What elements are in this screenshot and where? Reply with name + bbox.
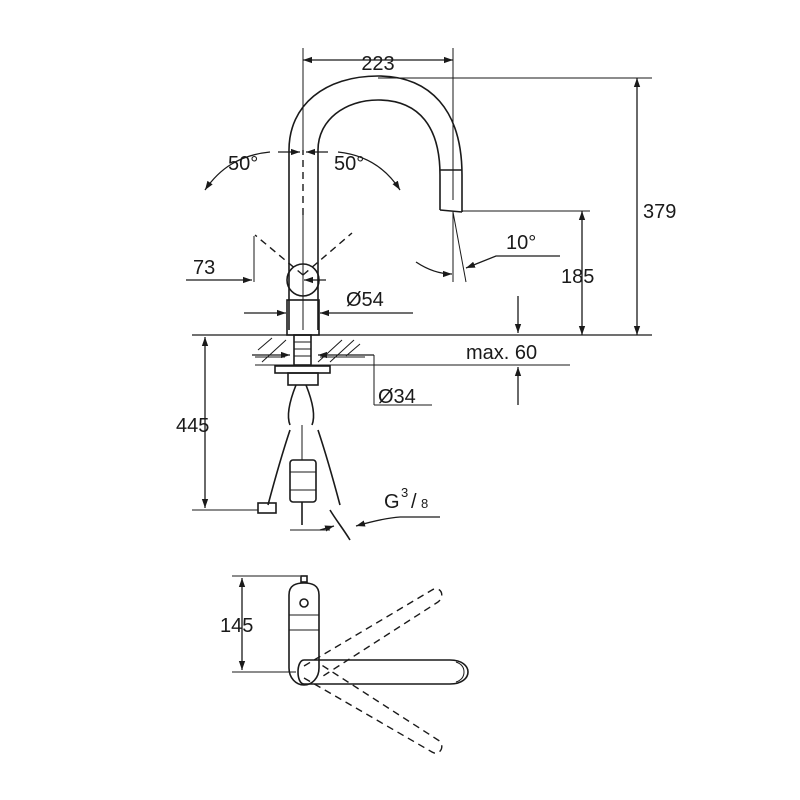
dim-thread-slash: / — [411, 491, 417, 513]
dim-below-counter-length: 445 — [176, 415, 209, 437]
dim-thread-prefix: G — [384, 491, 400, 513]
mounting-assembly — [257, 334, 351, 541]
dim-spout-reach: 223 — [361, 53, 394, 75]
dim-max-counter-thickness: max. 60 — [466, 342, 537, 364]
weight-block — [289, 459, 317, 503]
dim-thread-numerator: 3 — [401, 485, 408, 500]
lever-left-position — [254, 234, 304, 276]
dim-outlet-height: 185 — [561, 266, 594, 288]
top-view-handle-left — [303, 588, 443, 679]
top-view-handle — [297, 659, 469, 685]
dim-hole-diameter: Ø34 — [378, 386, 416, 408]
dim-top-view-depth: 145 — [220, 615, 253, 637]
top-view: 145 — [220, 575, 469, 754]
top-view-body — [288, 582, 320, 686]
dim-lever-angle-left: 50° — [228, 153, 258, 175]
dim-lever-offset: 73 — [193, 257, 215, 279]
dim-lever-angle-right: 50° — [334, 153, 364, 175]
hose-connector-left — [257, 502, 277, 514]
dim-total-height: 379 — [643, 201, 676, 223]
lever-right-position — [302, 232, 353, 276]
top-view-handle-right — [303, 663, 443, 754]
side-view: 223 50° 50° 379 185 10° 73 Ø54 — [176, 48, 676, 541]
countertop-hatch — [255, 337, 365, 363]
dim-spray-angle: 10° — [506, 232, 536, 254]
dim-base-diameter: Ø54 — [346, 289, 384, 311]
dim-thread-denominator: 8 — [421, 496, 428, 511]
